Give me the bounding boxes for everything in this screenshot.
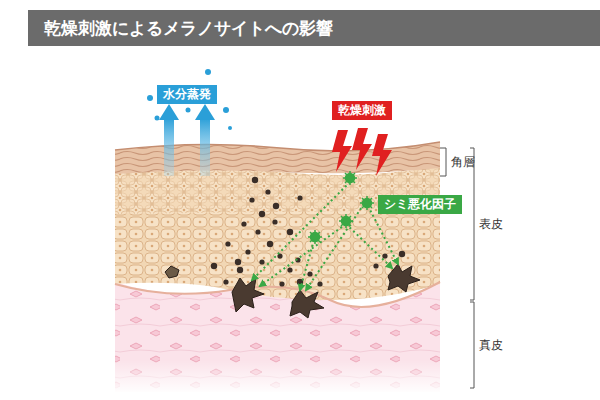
melanin-dot (259, 211, 265, 217)
melanin-dot (287, 267, 292, 272)
melanin-dot (307, 271, 312, 276)
label-box: 乾燥刺激 (332, 101, 392, 120)
melanin-dot (223, 279, 228, 284)
box-label: シミ悪化因子 (384, 197, 456, 212)
melanin-dot (265, 189, 270, 194)
melanin-dot (287, 229, 293, 235)
melanin-dot (382, 253, 387, 258)
melanin-dot (399, 251, 405, 257)
melanin-dot (235, 259, 241, 265)
melanin-dot (297, 195, 302, 200)
melanin-dot (241, 221, 246, 226)
melanin-dot (373, 263, 378, 268)
box-label: 乾燥刺激 (338, 103, 386, 118)
melanin-dot (245, 249, 250, 254)
dotted-arrows (252, 182, 398, 290)
epidermis (115, 166, 440, 307)
melanin-dot (273, 203, 279, 209)
melanin-dot (225, 241, 230, 246)
melanin-dot (317, 281, 322, 286)
melanin-dot (259, 259, 264, 264)
title-text: 乾燥刺激によるメラノサイトへの影響 (44, 17, 333, 39)
melanin-dot (272, 219, 277, 224)
label-box: 水分蒸発 (157, 85, 217, 104)
melanin-dot (211, 263, 217, 269)
dermis (115, 282, 440, 394)
layer-brackets (440, 148, 474, 388)
layer-label: 表皮 (479, 217, 503, 231)
water-evaporation-arrows (147, 69, 232, 176)
melanin-dot (267, 241, 273, 247)
melanin-dot (237, 267, 243, 273)
melanin-dot (249, 197, 254, 202)
layer-label: 真皮 (479, 338, 503, 352)
melanin-granules (211, 177, 405, 287)
layer-label: 角層 (451, 155, 475, 169)
melanin-dot (252, 177, 258, 183)
melanocytes (165, 264, 420, 318)
lightning-bolts (332, 128, 392, 176)
label-box: シミ悪化因子 (378, 195, 462, 214)
melanin-dot (255, 229, 260, 234)
box-label: 水分蒸発 (163, 87, 211, 102)
melanin-dot (279, 281, 284, 286)
stratum-corneum (115, 142, 440, 174)
factor-dots (308, 171, 374, 244)
